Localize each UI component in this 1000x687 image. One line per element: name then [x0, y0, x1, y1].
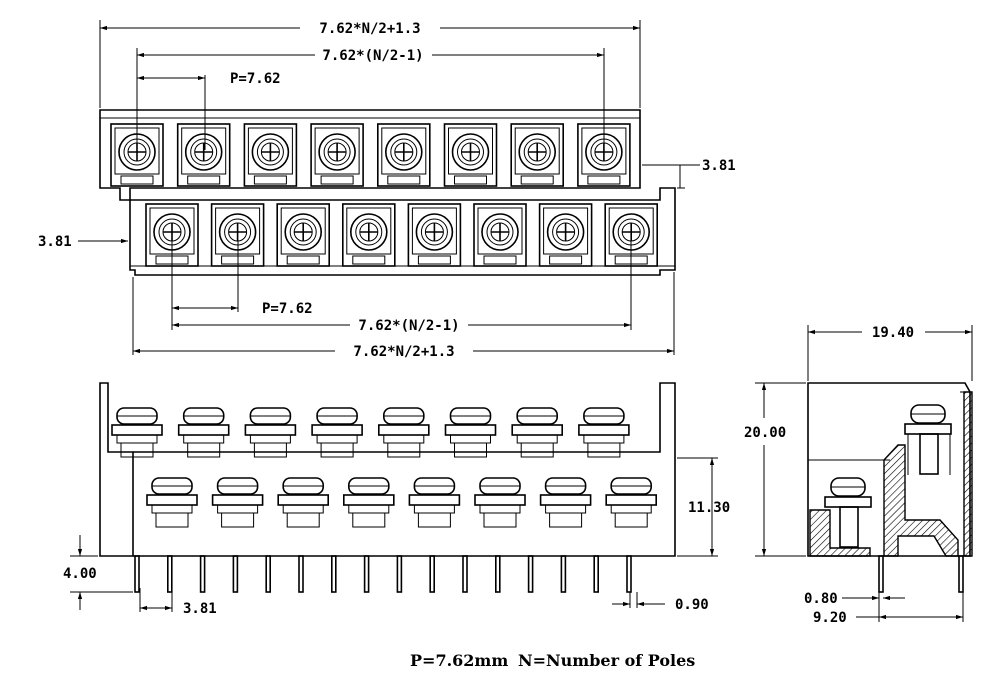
label-right-offset: 3.81	[702, 158, 736, 174]
dim-pin-spacing: 9.20	[813, 592, 964, 626]
front-upper-screw	[377, 407, 430, 458]
label-upper-pitch: P=7.62	[230, 71, 281, 87]
pin	[134, 555, 140, 593]
upper-terminal	[243, 123, 298, 187]
front-lower-screw	[342, 477, 395, 528]
lower-terminal	[341, 203, 396, 267]
lower-terminal	[276, 203, 331, 267]
front-lower-screw	[146, 477, 198, 528]
front-housing	[99, 382, 134, 557]
label-upper-span: 7.62*(N/2-1)	[322, 48, 423, 64]
front-lower-screw	[277, 477, 330, 528]
front-lower-screws	[146, 477, 658, 528]
label-left-offset: 3.81	[38, 234, 72, 250]
label-depth: 19.40	[872, 325, 914, 341]
front-upper-screw	[244, 407, 297, 458]
front-upper-screws	[111, 407, 630, 458]
pin	[494, 555, 501, 593]
pin	[396, 555, 403, 593]
side-lower-screw	[824, 477, 872, 548]
pin	[265, 555, 272, 593]
dim-height: 20.00	[744, 382, 806, 557]
dim-lower-overall: 7.62*N/2+1.3	[132, 272, 675, 360]
upper-terminal	[510, 123, 565, 187]
pin	[232, 555, 239, 593]
pin	[560, 555, 567, 593]
upper-terminal	[176, 123, 231, 187]
label-pin-gap: 0.80	[804, 591, 838, 607]
lower-terminal-row	[145, 203, 659, 267]
dim-pin-offset: 3.81	[139, 588, 217, 617]
front-pins	[134, 555, 632, 593]
lower-terminal	[473, 203, 527, 267]
front-upper-screw	[444, 407, 497, 458]
front-lower-screw	[474, 477, 526, 528]
front-upper-screw	[311, 407, 363, 458]
pin	[167, 555, 173, 593]
side-upper-screw	[904, 404, 952, 475]
dim-upper-overall: 7.62*N/2+1.3	[99, 20, 641, 108]
upper-terminal	[376, 123, 431, 187]
label-lower-overall: 7.62*N/2+1.3	[353, 344, 454, 360]
lower-terminal	[407, 203, 462, 267]
label-pin-width: 0.90	[675, 597, 709, 613]
dim-pin-gap: 0.80	[804, 591, 905, 607]
dim-upper-span: 7.62*(N/2-1)	[136, 48, 605, 150]
lower-row-housing	[129, 187, 676, 276]
dim-lower-span: 7.62*(N/2-1)	[172, 240, 632, 334]
upper-terminal-row	[110, 123, 631, 187]
front-lower-screw	[539, 477, 592, 528]
front-lower-screw	[211, 477, 264, 528]
label-height: 20.00	[744, 425, 786, 441]
dim-left-offset: 3.81	[38, 234, 128, 250]
label-lower-span: 7.62*(N/2-1)	[358, 318, 459, 334]
caption-pitch: P=7.62mm	[410, 651, 508, 670]
pin	[363, 555, 370, 593]
side-lower-wall	[809, 509, 871, 557]
label-lower-height: 11.30	[688, 500, 730, 516]
front-housing-body	[133, 382, 676, 557]
pin	[298, 555, 304, 593]
pin	[527, 555, 534, 593]
side-pin-lower-row	[878, 555, 884, 593]
dim-right-offset: 3.81	[642, 158, 736, 189]
label-pin-offset: 3.81	[183, 601, 217, 617]
label-pin-spacing: 9.20	[813, 610, 847, 626]
front-upper-screw	[578, 407, 630, 458]
upper-terminal	[443, 123, 498, 187]
pin	[429, 555, 436, 593]
front-view: 4.00 3.81 11.30 0.90	[63, 382, 730, 617]
dim-pin-length: 4.00	[63, 535, 133, 610]
dim-lower-pitch: P=7.62	[171, 240, 313, 330]
dim-depth: 19.40	[807, 325, 973, 381]
side-wall-right	[963, 391, 973, 557]
front-lower-screw	[408, 477, 461, 528]
label-upper-overall: 7.62*N/2+1.3	[319, 21, 420, 37]
pin	[462, 555, 468, 593]
dim-lower-height: 11.30	[677, 457, 730, 557]
dim-upper-pitch: P=7.62	[137, 71, 281, 150]
front-upper-screw	[111, 407, 163, 458]
pin	[330, 555, 337, 593]
dim-pin-width: 0.90	[612, 592, 709, 613]
front-upper-screw	[177, 407, 230, 458]
pin	[626, 555, 632, 593]
label-pin-length: 4.00	[63, 566, 97, 582]
front-upper-screw	[511, 407, 564, 458]
side-center-wall	[883, 444, 959, 557]
caption-poles: N=Number of Poles	[518, 651, 695, 670]
lower-terminal	[538, 203, 593, 267]
side-view: 19.40 20.00 0.80 9.20	[744, 325, 973, 626]
top-view: 7.62*N/2+1.3 7.62*(N/2-1) P=7.62 3.81 3	[38, 20, 736, 360]
label-lower-pitch: P=7.62	[262, 301, 313, 317]
pin	[199, 555, 206, 593]
pin	[593, 555, 600, 593]
front-lower-screw	[605, 477, 658, 528]
upper-terminal	[310, 123, 364, 187]
side-pin-upper-row	[958, 555, 964, 593]
